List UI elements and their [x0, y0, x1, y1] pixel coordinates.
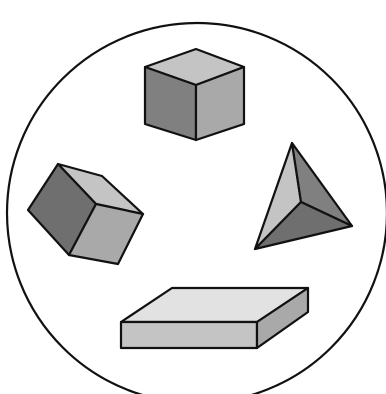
cube-shape — [145, 49, 244, 140]
slab-front-face — [121, 322, 257, 348]
